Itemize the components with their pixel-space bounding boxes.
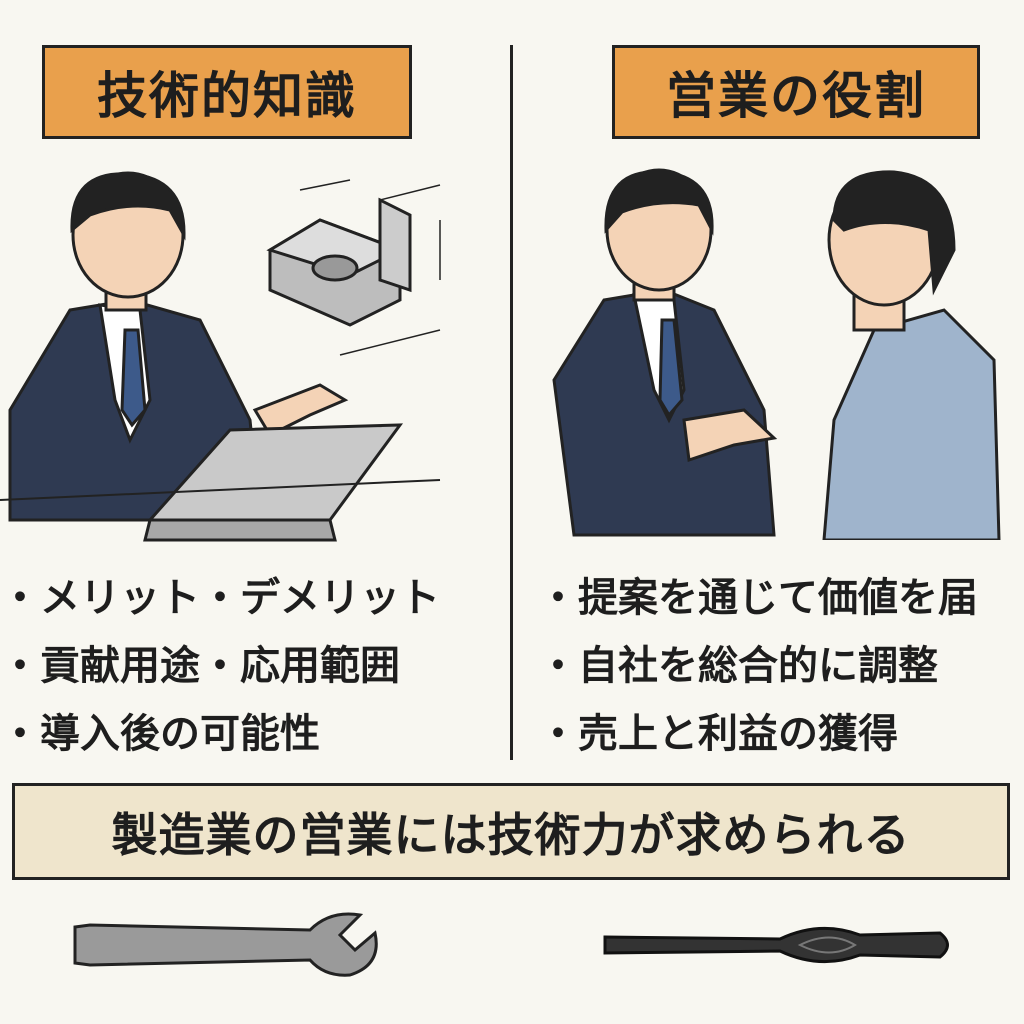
wrench-icon [73,912,378,977]
divider [510,45,513,760]
bullet-item: メリット・デメリット [0,564,440,632]
bullet-item: 自社を総合的に調整 [538,632,978,700]
right-bullet-list: 提案を通じて価値を届 自社を総合的に調整 売上と利益の獲得 [538,564,978,768]
bullet-item: 提案を通じて価値を届 [538,564,978,632]
bullet-item: 貢献用途・応用範囲 [0,632,440,700]
right-title: 営業の役割 [612,45,980,139]
bullet-item: 導入後の可能性 [0,700,440,768]
sales-illustration [552,168,1001,540]
engineer-illustration [0,171,441,542]
tool-icon [603,926,949,964]
left-bullet-list: メリット・デメリット 貢献用途・応用範囲 導入後の可能性 [0,564,440,768]
bullet-item: 売上と利益の獲得 [538,700,978,768]
conclusion-banner: 製造業の営業には技術力が求められる [12,783,1010,880]
left-title: 技術的知識 [42,45,412,139]
